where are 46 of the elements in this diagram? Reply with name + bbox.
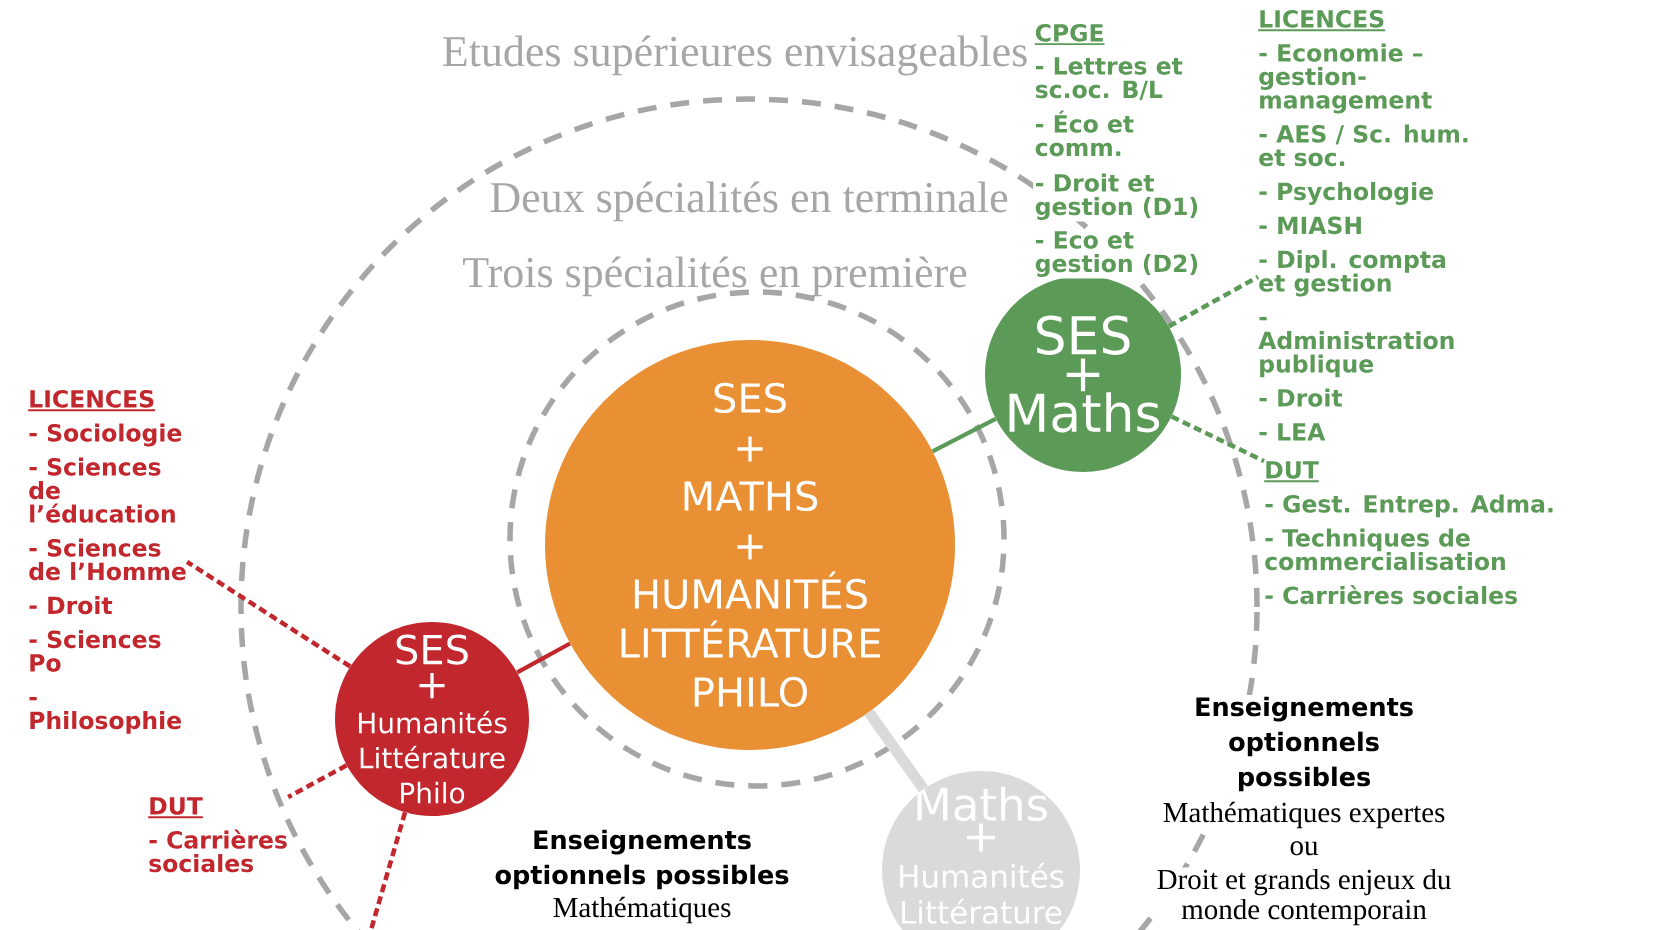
- list-item: - Sciences de l’Homme: [29, 538, 186, 581]
- body-text: Mathématiques expertes: [1161, 800, 1447, 830]
- list-item: - Administration publique: [1258, 316, 1454, 378]
- dotted-line: [287, 763, 348, 800]
- dotted-line: [1170, 414, 1265, 464]
- body-text: Mathématiques: [551, 895, 733, 925]
- list-item: - Droit: [29, 596, 113, 615]
- list-item: - Dipl. compta et gestion: [1259, 250, 1446, 297]
- list-heading: DUT: [147, 797, 204, 819]
- heading: Enseignements optionnels possibles: [493, 828, 791, 891]
- dotted-line: [368, 811, 408, 930]
- list-item: - Economie – gestion-management: [1259, 43, 1432, 114]
- list-item: - Éco et comm.: [1033, 109, 1136, 158]
- dotted-line: [185, 559, 352, 669]
- circle-node: SES + Humanités Littérature Philo: [335, 622, 529, 816]
- body-text: ou: [1288, 839, 1320, 857]
- list-item: - Gest. Entrep. Adma.: [1265, 494, 1553, 518]
- list-item: - Carrières sociales: [1265, 585, 1517, 605]
- list-item: - Sciences Po: [29, 630, 161, 672]
- ring-label: Trois spécialités en première: [463, 256, 967, 297]
- list-heading: CPGE: [1033, 22, 1107, 47]
- list-item: - Droit: [1259, 388, 1343, 407]
- list-item: - Sciences de l’éducation: [29, 457, 175, 523]
- list-item: - MIASH: [1259, 216, 1361, 235]
- list-heading: LICENCES: [1257, 9, 1386, 32]
- list-item: - AES / Sc. hum. et soc.: [1259, 124, 1468, 167]
- body-text: Droit et grands enjeux du monde contemporain: [1155, 867, 1453, 927]
- connector-line: [516, 641, 572, 675]
- dotted-line: [1167, 274, 1260, 329]
- list-heading: DUT: [1263, 461, 1320, 483]
- list-item: - Lettres et sc.oc. B/L: [1033, 55, 1185, 102]
- list-heading: LICENCES: [27, 389, 156, 412]
- list-item: - Eco et gestion (D2): [1033, 229, 1201, 279]
- list-item: - LEA: [1259, 423, 1326, 441]
- list-item: - Droit et gestion (D1): [1033, 172, 1201, 222]
- list-item: - Techniques de commercialisation: [1265, 528, 1505, 571]
- list-item: - Philosophie: [29, 696, 181, 734]
- list-item: - Psychologie: [1259, 182, 1433, 205]
- list-item: - Carrières sociales: [149, 829, 287, 873]
- title: Etudes supérieures envisageables: [443, 35, 1027, 76]
- circle-node: SES + Maths: [985, 276, 1181, 472]
- circle-node: SES + MATHS + HUMANITÉS LITTÉRATURE PHILO: [545, 340, 955, 750]
- list-item: - Sociologie: [29, 423, 182, 447]
- ring-label: Deux spécialités en terminale: [490, 181, 1008, 222]
- heading: Enseignements optionnels possibles: [1192, 695, 1416, 793]
- connector-line: [931, 417, 997, 454]
